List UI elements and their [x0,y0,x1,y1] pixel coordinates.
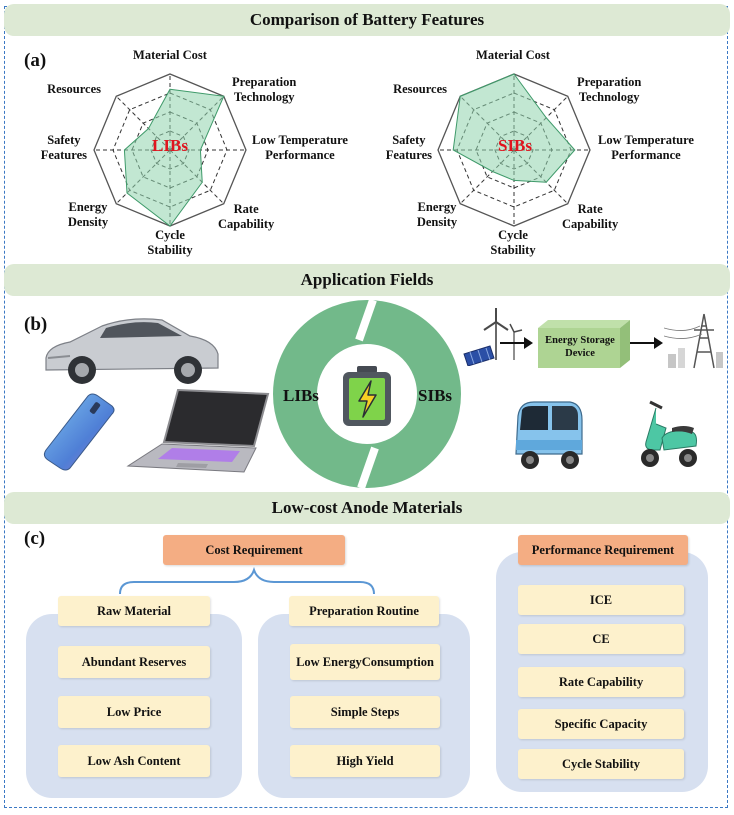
radar-outer-ring [437,73,591,227]
perf-item-specific-capacity: Specific Capacity [518,709,684,739]
section-title-application-fields: Application Fields [4,264,730,296]
radar-spoke [115,95,171,151]
arrow-to-grid-icon [630,337,663,349]
preparation-routine-box: Preparation Routine [289,596,439,626]
raw-item-low-price: Low Price [58,696,210,728]
radar-grid-ring [112,92,228,208]
axis-label-material-cost: Material Cost [133,48,207,62]
car-illustration [45,318,219,384]
smartphone-illustration [43,393,115,471]
mini-electric-car-illustration [515,401,583,469]
axis-label-resources: Resources [47,82,101,96]
raw-item-low-ash-content: Low Ash Content [58,745,210,777]
arrow-to-storage-icon [500,337,533,349]
power-grid-illustration [664,313,723,369]
radar-data-area-libs [123,88,225,227]
laptop-illustration [126,388,270,473]
panel-label-b: (b) [24,314,48,335]
perf-item-cycle-stability: Cycle Stability [518,749,684,779]
radar-chart-libs [93,73,247,227]
axis-label-resources: Resources [393,82,447,96]
raw-material-box: Raw Material [58,596,210,626]
section-title-battery-features: Comparison of Battery Features [4,4,730,36]
cost-requirement-box: Cost Requirement [163,535,345,565]
prep-item-high-yield: High Yield [290,745,440,777]
prep-item-simple-steps: Simple Steps [290,696,440,728]
panel-label-a: (a) [24,50,47,71]
radar-spoke [459,149,515,205]
energy-storage-box-illustration [538,320,630,368]
radar-chart-sibs [437,73,591,227]
sibs-center-label: SIBs [497,136,533,155]
raw-item-abundant-reserves: Abundant Reserves [58,646,210,678]
performance-requirement-box: Performance Requirement [518,535,688,565]
panel-label-c: (c) [24,528,46,549]
cost-requirement-brace [119,566,375,595]
perf-item-rate-capability: Rate Capability [518,667,684,697]
radar-data-area-sibs [452,73,576,183]
battery-icon [343,366,391,426]
perf-item-ice: ICE [518,585,684,615]
wind-solar-illustration [463,308,523,366]
axis-label-material-cost: Material Cost [476,48,550,62]
electric-scooter-illustration [641,400,697,467]
libs-center-label: LIBs [152,136,188,155]
ring-label-sibs: SIBs [418,386,453,405]
perf-item-ce: CE [518,624,684,654]
ring-label-libs: LIBs [283,386,319,405]
battery-ring-diagram [273,300,461,488]
section-title-low-cost-anode: Low-cost Anode Materials [4,492,730,524]
